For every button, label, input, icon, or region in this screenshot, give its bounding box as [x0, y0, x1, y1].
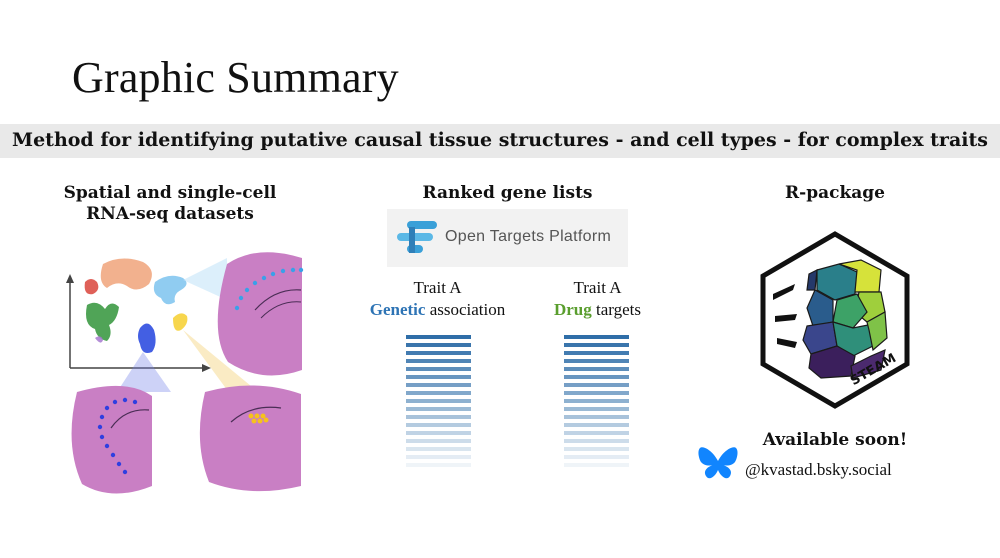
steam-hex-logo [760, 231, 910, 409]
beam-blue [117, 352, 171, 392]
beam-yellow [183, 330, 251, 398]
available-soon: Available soon! [762, 430, 908, 450]
open-targets-text: Open Targets Platform [445, 228, 612, 245]
page-title: Graphic Summary [72, 53, 399, 102]
cluster-red [84, 279, 99, 295]
open-targets-logo: Open Targets Platform [387, 209, 628, 267]
tissue-section-bottom-right [199, 385, 301, 492]
subtitle-banner: Method for identifying putative causal t… [0, 124, 1000, 158]
open-targets-icon [397, 221, 437, 253]
banner-text: Method for identifying putative causal t… [12, 129, 988, 151]
trait-genetic-accent: Genetic [369, 300, 426, 319]
left-heading-line1: Spatial and single-cell [63, 183, 277, 203]
trait-genetic-desc: Genetic association [345, 299, 530, 321]
trait-genetic-rest: association [425, 300, 506, 319]
cluster-lightblue [153, 275, 187, 305]
middle-column-heading: Ranked gene lists [422, 183, 593, 203]
cluster-yellow [173, 313, 188, 331]
tissue-section-bottom-left [71, 385, 152, 494]
trait-genetic-name: Trait A [413, 278, 462, 297]
left-column-heading: Spatial and single-cell RNA-seq datasets [30, 183, 310, 225]
trait-drug-desc: Drug targets [515, 299, 680, 321]
trait-genetic: Trait A Genetic association [345, 277, 530, 321]
cluster-orange [100, 258, 152, 290]
trait-drug: Trait A Drug targets [515, 277, 680, 321]
right-column-heading: R-package [785, 183, 885, 203]
umap-axes [66, 274, 211, 372]
tissue-section-top-right [217, 252, 304, 376]
cluster-blue [138, 323, 156, 353]
trait-drug-accent: Drug [553, 300, 592, 319]
spatial-illustration [66, 252, 304, 494]
trait-drug-rest: targets [591, 300, 642, 319]
left-heading-line2: RNA-seq datasets [86, 204, 254, 224]
cluster-green [86, 302, 119, 341]
bluesky-handle[interactable]: @kvastad.bsky.social [745, 460, 892, 479]
ranked-list-drug [564, 335, 629, 470]
cluster-purple [95, 336, 103, 343]
beam-lightblue [183, 258, 227, 300]
ranked-list-genetic [406, 335, 471, 470]
bluesky-butterfly-icon [698, 447, 738, 479]
trait-drug-name: Trait A [573, 278, 622, 297]
